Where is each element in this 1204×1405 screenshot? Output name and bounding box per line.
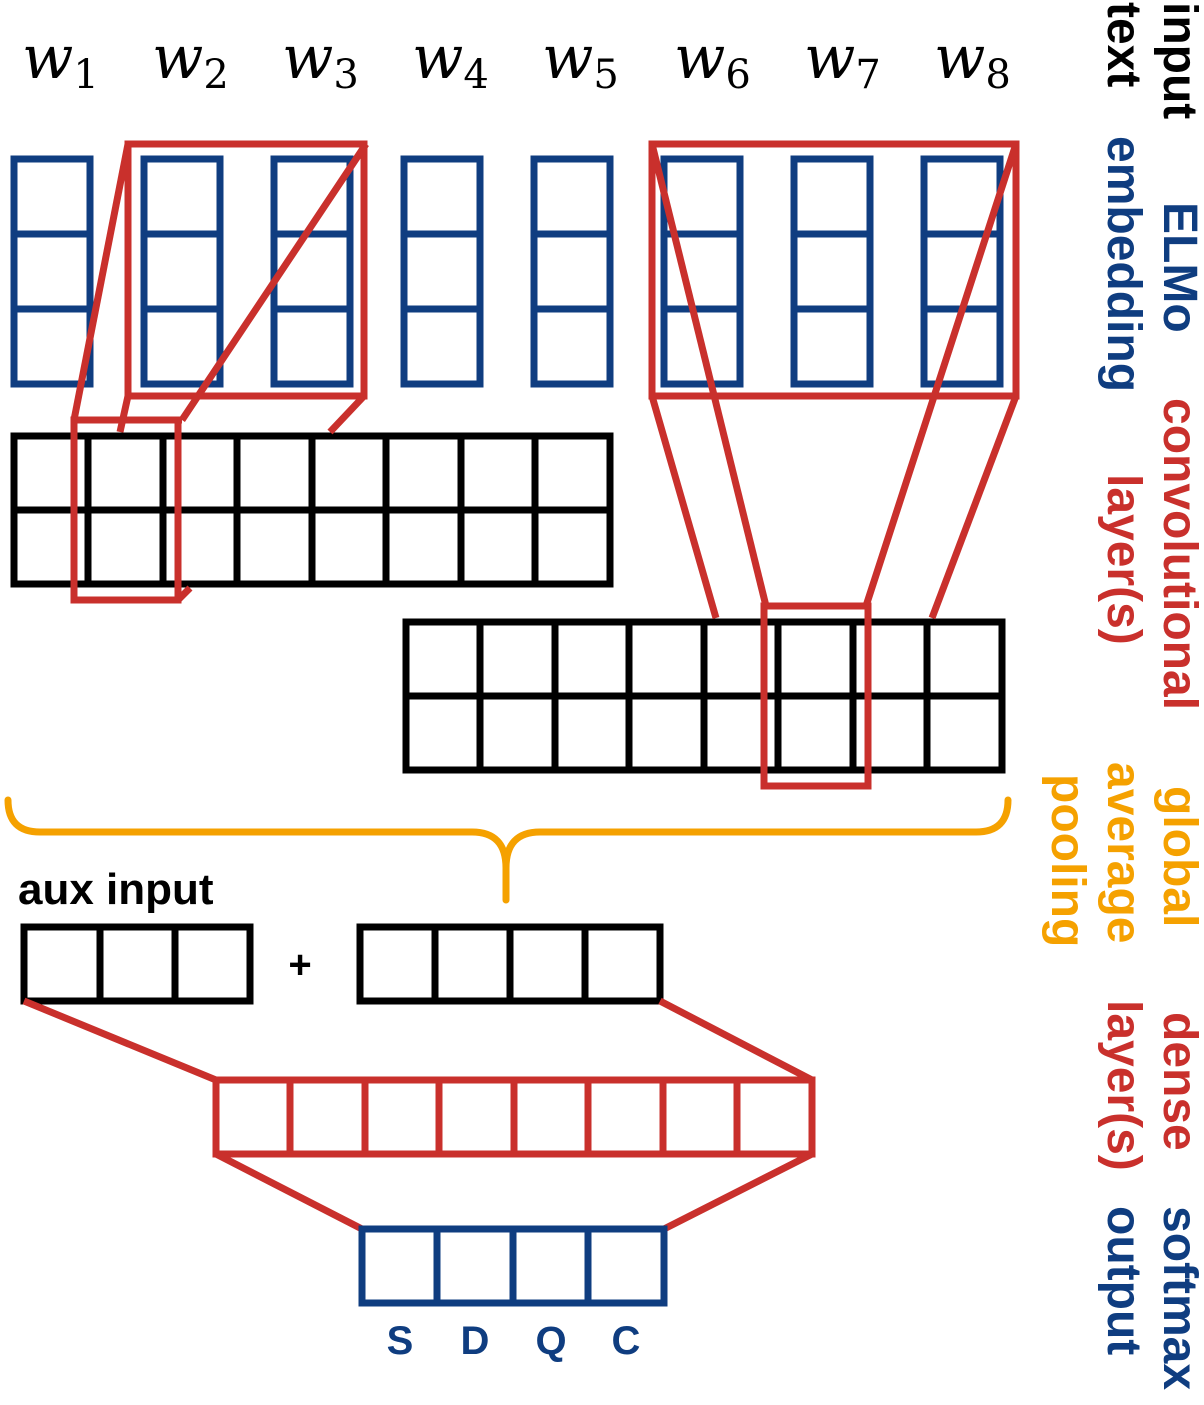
word-w8: w8 (934, 23, 1011, 98)
class-label-q: Q (535, 1319, 566, 1363)
word-w3: w3 (282, 23, 359, 98)
plus-sign: + (288, 943, 311, 987)
label-dense: dense layer(s) (1097, 1000, 1204, 1171)
conv-feature-map-2 (402, 618, 1006, 774)
word-w1: w1 (22, 23, 99, 98)
embedding-column (790, 155, 874, 388)
class-label-d: D (461, 1319, 490, 1363)
embedding-column (270, 155, 354, 388)
softmax-output (358, 1225, 668, 1307)
embedding-column (920, 155, 1004, 388)
dense-connections (22, 997, 814, 1233)
embedding-column (660, 155, 744, 388)
dense-layer (212, 1076, 816, 1158)
word-w7: w7 (804, 23, 881, 98)
word-w6: w6 (674, 23, 751, 98)
conv-filter-small (70, 140, 369, 604)
word-w2: w2 (152, 23, 229, 98)
output-class-labels: S D Q C (387, 1319, 641, 1363)
pooling-brace (4, 796, 1012, 904)
class-label-s: S (387, 1319, 414, 1363)
aux-input-vector (20, 923, 254, 1005)
elmo-embedding-layer (10, 155, 1004, 388)
label-elmo-embedding: ELMo embedding (1097, 136, 1204, 392)
embedding-column (400, 155, 484, 388)
conv-feature-map-1 (10, 432, 614, 588)
embedding-column (140, 155, 224, 388)
class-label-c: C (612, 1319, 641, 1363)
label-input-text: input text (1097, 2, 1204, 133)
word-w5: w5 (542, 23, 619, 98)
aux-input-label: aux input (18, 865, 214, 914)
side-labels: input text ELMo embedding convolutional … (1041, 2, 1204, 1403)
conv-filter-large (648, 140, 1020, 790)
label-pooling: global average pooling (1041, 762, 1204, 957)
embedding-column (530, 155, 614, 388)
pooled-vector (356, 923, 664, 1005)
word-w4: w4 (412, 23, 489, 98)
label-softmax-output: softmax output (1097, 1206, 1204, 1403)
label-convolutional: convolutional layer(s) (1097, 398, 1204, 723)
input-words: w1 w2 w3 w4 w5 w6 w7 w8 (22, 23, 1011, 98)
embedding-column (10, 155, 94, 388)
